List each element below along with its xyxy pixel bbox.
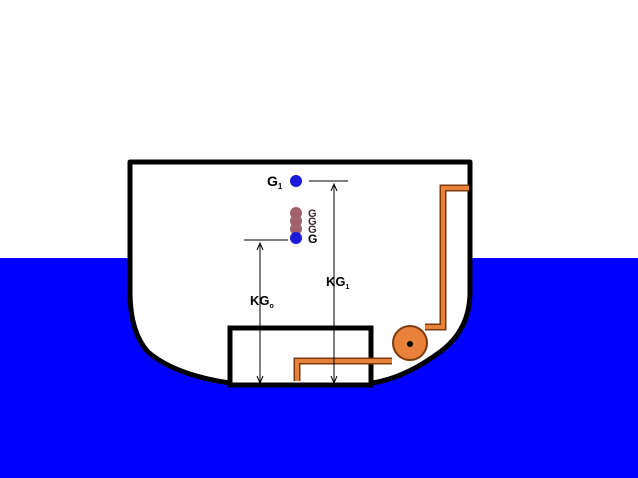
g-stack-label: G xyxy=(308,232,317,246)
g1-point xyxy=(290,175,302,187)
pipe-icon xyxy=(293,184,469,381)
g-stack-label: G xyxy=(308,224,317,236)
g1-label: G1 xyxy=(267,173,283,191)
pump-icon xyxy=(392,325,428,361)
kg1-label: KG1 xyxy=(326,274,350,291)
kg1-arrow xyxy=(330,182,338,385)
g-shift-point-3 xyxy=(290,223,302,235)
g-stack-labels: G G G G xyxy=(308,208,317,246)
hull-interior xyxy=(130,162,470,383)
g-stack-label: G xyxy=(308,208,317,220)
go-point xyxy=(290,232,302,244)
g-stack-label: G xyxy=(308,216,317,228)
kgo-arrow xyxy=(256,241,264,385)
kgo-label: KGo xyxy=(250,293,274,310)
tank xyxy=(227,325,374,388)
